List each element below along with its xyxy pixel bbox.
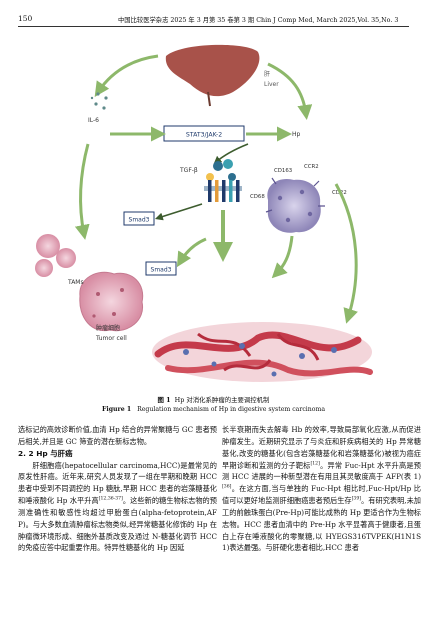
- journal-running-title: 中国比较医学杂志 2025 年 3 月第 35 卷第 3 期 Chin J Co…: [118, 17, 399, 24]
- paragraph-text: 。在这方面,当与单独的 Fuc-Hpt 相比时,Fuc-Hpt/Hp 比值可以更…: [222, 484, 421, 506]
- cd68-label: CD68: [250, 194, 265, 200]
- caption-cn-label: 图 1: [157, 396, 171, 404]
- paragraph-text: 长半衰期而失去解毒 Hb 的效率,导致局部氧化应激,从而促进肿瘤发生。近期研究显…: [222, 425, 421, 470]
- section-heading: 2. 2 Hp 与肝癌: [18, 448, 73, 458]
- tgfb-label: TGF-β: [179, 167, 198, 174]
- smad3-lower-box: [145, 261, 177, 276]
- il6-molecules: [90, 92, 108, 110]
- cycle-arrow-left: [74, 143, 90, 240]
- to-smad3-lower-arrow: [176, 237, 207, 268]
- cycle-arrow-top-right: [267, 62, 313, 120]
- ccr2-label: CCR2: [304, 164, 319, 170]
- caption-en-label: Figure 1: [101, 406, 132, 413]
- tumor-cell-label-cn: 肿瘤细胞: [96, 324, 120, 332]
- receptor-to-smad3-arrow: [154, 203, 203, 221]
- stat3-label: STAT3/JAK-2: [186, 132, 222, 139]
- liver-icon: [165, 44, 260, 107]
- header-rule: [18, 26, 409, 27]
- macrophage-to-tumor-arrow: [271, 235, 294, 279]
- paragraph: 肝细胞癌(hepatocellular carcinoma,HCC)是最常见的原…: [18, 460, 217, 555]
- paragraph-text: 。有研究表明,未加工的前触珠蛋白(Pre-Hp)可能比成熟的 Hp 更适合作为生…: [222, 496, 421, 553]
- citation: [39]: [351, 496, 362, 502]
- cycle-arrow-top-left: [94, 54, 159, 97]
- tams-cell-cluster-icon: [35, 234, 76, 277]
- tams-label: TAMs: [67, 279, 84, 286]
- paragraph-text: 肝细胞癌(hepatocellular carcinoma,HCC)是最常见的原…: [18, 460, 217, 506]
- il6-label: IL-6: [88, 117, 99, 124]
- figure-caption-cn: 图 1 Hp 对消化系肿瘤的主要调控机制: [0, 395, 427, 404]
- hp-label: Hp: [292, 131, 301, 138]
- left-text-column: 选标记的高效诊断价值,血清 Hp 结合的异常聚糖与 GC 患者预后相关,并且是 …: [18, 424, 217, 554]
- smad3-upper-label: Smad3: [129, 217, 150, 224]
- tumor-vasculature-icon: [152, 322, 373, 382]
- macrophage-icon: [265, 177, 325, 233]
- caption-en-text: Regulation mechanism of Hp in digestive …: [137, 406, 326, 413]
- citation: [36]: [222, 484, 232, 490]
- right-text-column: 长半衰期而失去解毒 Hb 的效率,导致局部氧化应激,从而促进肿瘤发生。近期研究显…: [222, 424, 421, 554]
- hp-to-receptor-arrow: [213, 143, 249, 165]
- paragraph: 长半衰期而失去解毒 Hb 的效率,导致局部氧化应激,从而促进肿瘤发生。近期研究显…: [222, 424, 421, 554]
- liver-label-en: Liver: [264, 81, 279, 88]
- citation: [12,36-37]: [98, 496, 123, 502]
- paragraph: 选标记的高效诊断价值,血清 Hp 结合的异常聚糖与 GC 患者预后相关,并且是 …: [18, 425, 217, 446]
- tumor-cell-label-en: Tumor cell: [95, 335, 127, 342]
- liver-label-cn: 肝: [264, 71, 270, 78]
- cd163-label: CD163: [274, 168, 292, 174]
- citation: [12]: [310, 461, 320, 467]
- caption-cn-text: Hp 对消化系肿瘤的主要调控机制: [174, 396, 270, 404]
- paragraph-text: 。异常 Fuc-Hpt 水平升高是预测 HCC 进展的一种新型潜在有用且其灵敏度…: [222, 460, 421, 482]
- page-number: 150: [18, 14, 33, 23]
- page-header: 150 中国比较医学杂志 2025 年 3 月第 35 卷第 3 期 Chin …: [0, 14, 427, 26]
- paragraph-text: 。这些新的糖生物标志物的预测准确性和敏感性均超过甲胎蛋白(alpha-fetop…: [18, 496, 217, 553]
- smad3-lower-label: Smad3: [151, 267, 172, 274]
- tumor-cell-icon: [79, 271, 144, 332]
- figure-caption-en: Figure 1 Regulation mechanism of Hp in d…: [0, 406, 427, 413]
- mechanism-figure: 肝 Liver IL-6 STAT3/JAK-2 Hp TGF-β CD163 …: [35, 44, 373, 382]
- smad3-upper-box: [123, 211, 155, 226]
- cycle-arrow-right: [334, 183, 358, 324]
- tgfb-receptor-icon: [204, 159, 242, 202]
